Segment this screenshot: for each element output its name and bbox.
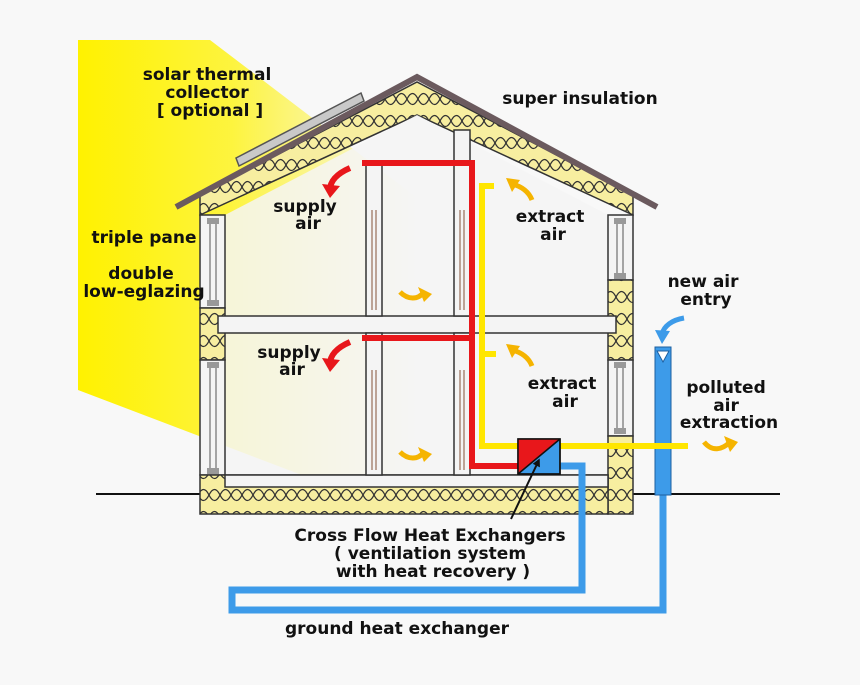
solar-collector-panel [235,91,365,168]
right-wall-window-upper [607,214,634,281]
new-air-entry-label: new air entry [668,272,745,310]
double-glazing-label: double low-eglazing [83,264,204,302]
supply-air-lower-line-1: supply [257,343,320,363]
supply-air-lower-arrow-icon [322,339,352,372]
supply-air-lower-label: supply air [257,343,326,380]
polluted-air-line-1: polluted [686,378,765,398]
supply-air-lower-line-2: air [279,360,305,380]
polluted-air-exhaust-arrow-icon [702,436,738,452]
new-air-entry-line-1: new air [668,272,740,292]
ground-heat-exchanger-label: ground heat exchanger [285,619,510,639]
extract-air-lower-arrow-icon [506,344,535,368]
column-left-upper [365,162,383,317]
heat-exchanger-pointer [510,458,540,520]
polluted-air-line-2: air [713,396,739,416]
left-wall-window-upper [199,214,226,309]
solar-collector-label-line-3: [ optional ] [157,101,263,121]
supply-air-upper-label: supply air [273,197,342,234]
new-air-entry-arrow-icon [655,315,685,344]
extract-air-lower-line-2: air [552,392,578,412]
solar-collector-label-line-1: solar thermal [143,65,272,85]
middle-floor-slab [217,315,617,334]
heat-exchanger-line-1: Cross Flow Heat Exchangers [294,526,565,546]
extract-air-upper-line-2: air [540,225,566,245]
left-wall-window-lower [199,359,226,476]
right-wall-insulation-mid [607,279,634,361]
super-insulation-label: super insulation [502,89,657,109]
room-air-flow-lower-arrow-icon [398,447,432,462]
extract-air-upper-line-1: extract [516,207,585,227]
supply-air-upper-arrow-icon [322,165,352,198]
double-glazing-line-2: low-eglazing [83,282,204,302]
triple-pane-label: triple pane [91,228,196,248]
room-air-flow-upper-arrow-icon [398,287,432,302]
heat-exchanger-label: Cross Flow Heat Exchangers ( ventilation… [294,526,571,582]
extract-air-upper-arrow-icon [506,178,535,202]
supply-air-duct-upper [362,160,518,469]
solar-collector-label-line-2: collector [165,83,249,103]
ground-heat-exchanger-pipe [228,462,667,614]
new-air-entry-line-2: entry [680,290,731,310]
extract-air-duct [479,183,688,449]
double-glazing-line-1: double [108,264,173,284]
roof [174,73,659,210]
heat-exchanger-line-3: with heat recovery ) [336,562,530,582]
right-wall-window-lower [607,359,634,437]
new-air-intake-pipe [654,346,672,496]
extract-air-upper-label: extract air [516,207,591,245]
ground-floor-slab [224,474,609,488]
polluted-air-line-3: extraction [680,413,778,433]
solar-collector-label: solar thermal collector [ optional ] [143,65,277,121]
intake-funnel-icon [656,350,670,364]
extract-air-lower-line-1: extract [528,374,597,394]
column-left-lower [365,332,383,476]
extract-air-lower-label: extract air [528,374,603,412]
column-right-upper [453,129,471,317]
heat-exchanger-line-2: ( ventilation system [334,544,526,564]
supply-air-upper-line-2: air [295,214,321,234]
supply-air-upper-line-1: supply [273,197,336,217]
column-right-lower [453,332,471,476]
polluted-air-label: polluted air extraction [680,378,778,433]
